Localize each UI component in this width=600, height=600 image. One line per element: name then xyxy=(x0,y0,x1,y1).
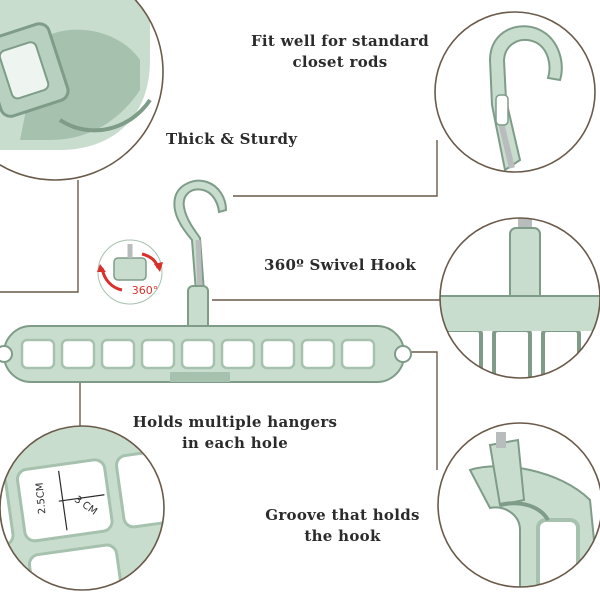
zoom-circle-groove xyxy=(437,422,600,588)
leader-lines xyxy=(0,140,440,470)
caption-holds-hangers-line1: Holds multiple hangers xyxy=(132,413,338,431)
zoom-circle-swivel xyxy=(439,217,600,379)
rotation-badge: 360° xyxy=(97,239,163,305)
caption-groove-line2: the hook xyxy=(304,527,381,545)
dimension-height-label: 2.5CM xyxy=(35,482,49,514)
caption-closet-rods-line2: closet rods xyxy=(292,53,388,71)
caption-thick-sturdy: Thick & Sturdy xyxy=(166,129,306,150)
zoom-circle-hook xyxy=(434,11,596,173)
caption-holds-hangers: Holds multiple hangers in each hole xyxy=(130,412,340,454)
caption-closet-rods: Fit well for standard closet rods xyxy=(250,31,430,73)
caption-swivel-hook: 360º Swivel Hook xyxy=(264,255,434,276)
hanger-end-left xyxy=(0,345,13,363)
rotation-label: 360° xyxy=(132,284,159,297)
caption-thick-sturdy-text: Thick & Sturdy xyxy=(166,130,298,148)
caption-closet-rods-line1: Fit well for standard xyxy=(250,32,430,50)
leader-line-thick xyxy=(0,180,79,293)
caption-groove-line1: Groove that holds xyxy=(265,506,420,524)
hanger-end-right xyxy=(394,345,412,363)
main-hanger xyxy=(0,179,412,383)
hanger-holes xyxy=(20,338,376,370)
zoom-circle-thick xyxy=(0,0,164,181)
caption-groove: Groove that holds the hook xyxy=(260,505,425,547)
caption-swivel-hook-text: 360º Swivel Hook xyxy=(264,256,417,274)
leader-line-closet xyxy=(233,140,438,197)
leader-line-groove xyxy=(405,351,438,470)
caption-holds-hangers-line2: in each hole xyxy=(181,434,289,452)
